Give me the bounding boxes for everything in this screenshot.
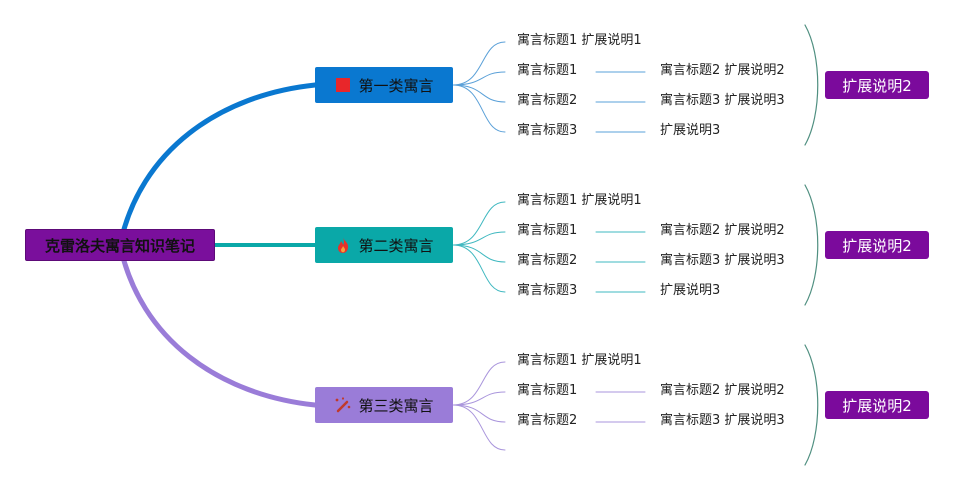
root-topic-label: 克雷洛夫寓言知识笔记 [44,236,195,255]
leaf-connector [452,244,506,293]
summary-box[interactable]: 扩展说明2 [825,391,929,419]
leaf-connector [452,71,506,86]
leaf-item[interactable]: 寓言标题3 [517,283,578,298]
summary-bracket [804,24,819,146]
leaf-item[interactable]: 寓言标题1 [517,63,578,78]
leaf-detail[interactable]: 扩展说明3 [660,283,721,298]
sparkle-wand-icon [334,396,352,414]
leaf-detail[interactable]: 寓言标题2 扩展说明2 [660,383,785,398]
fire-icon [334,236,352,254]
summary-box[interactable]: 扩展说明2 [825,231,929,259]
category-label: 第二类寓言 [358,236,434,255]
leaf-item[interactable]: 寓言标题1 扩展说明1 [517,353,642,368]
leaf-item[interactable]: 寓言标题2 [517,93,578,108]
leaf-item[interactable]: 寓言标题1 扩展说明1 [517,33,642,48]
summary-bracket [804,344,819,466]
branch-line-3 [117,242,318,408]
red-square-icon [334,76,352,94]
leaf-connector [452,84,506,103]
category-topic-3[interactable]: 第三类寓言 [315,387,453,423]
branch-line-1 [117,82,318,248]
summary-bracket [804,184,819,306]
leaf-connector [452,84,506,133]
leaf-connector [452,404,506,423]
leaf-connector [452,244,506,263]
leaf-item[interactable]: 寓言标题1 扩展说明1 [517,193,642,208]
leaf-item[interactable]: 寓言标题1 [517,383,578,398]
leaf-detail[interactable]: 扩展说明3 [660,123,721,138]
category-topic-1[interactable]: 第一类寓言 [315,67,453,103]
leaf-item[interactable]: 寓言标题3 [517,123,578,138]
leaf-detail[interactable]: 寓言标题3 扩展说明3 [660,93,785,108]
leaf-connector [452,231,506,246]
summary-box[interactable]: 扩展说明2 [825,71,929,99]
category-label: 第三类寓言 [358,396,434,415]
category-label: 第一类寓言 [358,76,434,95]
leaf-connector [452,391,506,406]
leaf-connector [452,404,506,451]
leaf-connector [452,41,506,86]
leaf-item[interactable]: 寓言标题1 [517,223,578,238]
leaf-detail[interactable]: 寓言标题3 扩展说明3 [660,253,785,268]
root-topic[interactable]: 克雷洛夫寓言知识笔记 [25,229,215,261]
leaf-item[interactable]: 寓言标题2 [517,413,578,428]
leaf-connector [452,361,506,406]
category-topic-2[interactable]: 第二类寓言 [315,227,453,263]
leaf-item[interactable]: 寓言标题2 [517,253,578,268]
leaf-detail[interactable]: 寓言标题2 扩展说明2 [660,63,785,78]
leaf-detail[interactable]: 寓言标题3 扩展说明3 [660,413,785,428]
leaf-detail[interactable]: 寓言标题2 扩展说明2 [660,223,785,238]
leaf-connector [452,201,506,246]
